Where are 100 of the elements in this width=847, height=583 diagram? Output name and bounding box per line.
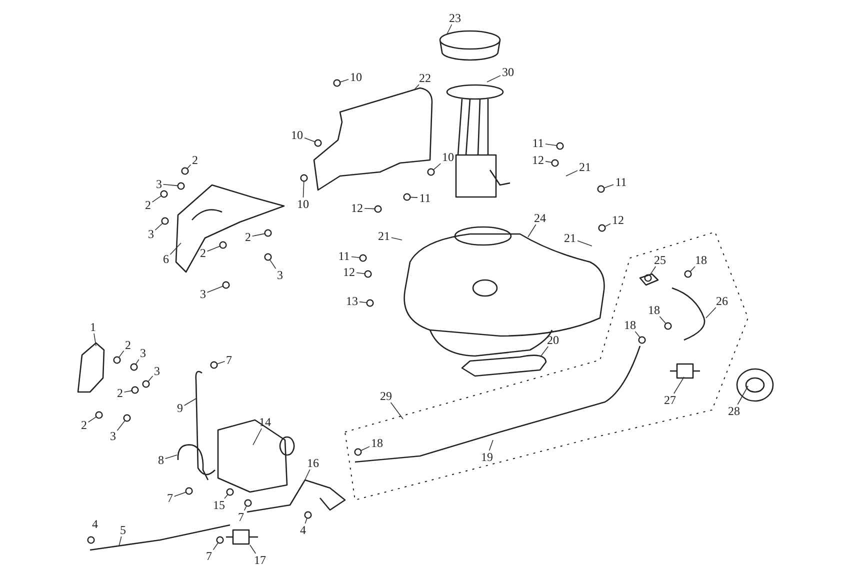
leader-line xyxy=(148,376,154,382)
leader-line xyxy=(351,256,360,258)
leader-line xyxy=(340,78,349,82)
leader-line xyxy=(270,260,276,270)
leader-line xyxy=(164,454,178,460)
leader-line xyxy=(706,307,716,318)
leader-line xyxy=(360,446,370,451)
leader-line xyxy=(244,506,247,511)
callout-number: 7 xyxy=(236,510,246,524)
callout-number: 24 xyxy=(532,212,548,224)
callout-number: 29 xyxy=(378,390,394,402)
callout-number: 3 xyxy=(108,430,118,442)
callout-number: 3 xyxy=(198,288,208,300)
leader-line xyxy=(94,333,96,346)
leader-line xyxy=(206,246,220,252)
callout-number: 21 xyxy=(376,230,392,242)
callout-number: 30 xyxy=(500,66,516,78)
callout-number: 27 xyxy=(662,394,678,406)
leader-line xyxy=(116,420,126,431)
leader-line xyxy=(206,286,224,293)
callout-number: 23 xyxy=(448,12,462,24)
callout-number: 21 xyxy=(578,160,592,174)
leader-line xyxy=(124,390,132,393)
leader-line xyxy=(433,163,442,170)
callout-number: 18 xyxy=(646,304,662,316)
leader-line xyxy=(359,301,367,304)
callout-number: 11 xyxy=(336,250,352,262)
callout-number: 17 xyxy=(252,554,268,566)
leader-line xyxy=(174,492,186,497)
leader-line xyxy=(136,359,140,364)
callout-number: 7 xyxy=(224,354,234,366)
leader-line xyxy=(690,266,696,272)
callout-number: 13 xyxy=(344,294,360,308)
leader-line xyxy=(152,196,162,202)
callout-number: 12 xyxy=(350,202,364,214)
callout-number: 3 xyxy=(276,268,284,282)
callout-number: 4 xyxy=(91,518,99,530)
leader-line xyxy=(390,402,404,420)
leader-line xyxy=(88,416,96,423)
leader-line xyxy=(212,542,218,550)
callout-number: 7 xyxy=(204,550,214,562)
callout-number: 11 xyxy=(530,136,546,150)
leader-line xyxy=(528,224,536,238)
callout-number: 2 xyxy=(244,230,252,244)
callout-number: 21 xyxy=(562,232,578,244)
callout-number: 10 xyxy=(296,198,310,210)
callout-number: 4 xyxy=(298,524,308,536)
leader-line xyxy=(410,196,418,198)
leader-line xyxy=(162,184,178,186)
callout-number: 1 xyxy=(88,320,98,334)
callout-number: 2 xyxy=(124,338,132,352)
leader-line xyxy=(364,208,375,210)
callout-number: 3 xyxy=(154,178,164,190)
leader-line xyxy=(391,237,402,240)
callout-number: 2 xyxy=(80,418,88,432)
leader-line xyxy=(446,24,452,34)
callout-number: 5 xyxy=(118,524,128,536)
callout-number: 26 xyxy=(714,294,730,308)
callout-number: 11 xyxy=(614,176,628,188)
leader-line xyxy=(118,350,124,358)
callout-number: 22 xyxy=(418,72,432,84)
leader-line xyxy=(356,272,365,274)
callout-number: 12 xyxy=(610,214,626,226)
callout-number: 19 xyxy=(480,450,494,464)
leader-line xyxy=(302,469,310,484)
callout-number: 28 xyxy=(726,404,742,418)
leader-line xyxy=(154,222,163,230)
leader-line xyxy=(674,376,684,394)
callout-number: 3 xyxy=(152,364,162,378)
leader-line xyxy=(224,494,228,499)
leader-line xyxy=(486,75,501,82)
callout-number: 2 xyxy=(198,246,208,260)
leader-line xyxy=(634,331,640,338)
callout-number: 12 xyxy=(530,154,546,166)
callout-number: 6 xyxy=(162,252,170,266)
callout-number: 3 xyxy=(138,346,148,360)
leader-line xyxy=(252,428,262,446)
callout-number: 2 xyxy=(116,386,124,400)
callout-number: 10 xyxy=(440,150,456,164)
callout-number: 18 xyxy=(370,436,384,450)
callout-number: 8 xyxy=(156,454,166,466)
leader-line xyxy=(540,346,549,356)
callout-number: 11 xyxy=(418,192,432,204)
leader-line xyxy=(250,544,256,554)
callout-number: 18 xyxy=(694,254,708,266)
callout-number: 12 xyxy=(342,266,356,278)
callout-number: 16 xyxy=(306,456,320,470)
leader-line xyxy=(604,184,614,188)
callout-number: 15 xyxy=(212,498,226,512)
leader-line xyxy=(186,164,192,169)
leader-line xyxy=(118,536,122,546)
leader-line xyxy=(184,398,198,406)
leader-line xyxy=(488,440,494,451)
callout-number: 18 xyxy=(622,318,638,332)
callout-number: 3 xyxy=(146,228,156,240)
leader-line xyxy=(216,361,226,364)
leader-line xyxy=(304,518,308,524)
leader-line xyxy=(659,316,666,324)
leader-line xyxy=(577,240,592,246)
leader-line xyxy=(252,233,265,237)
